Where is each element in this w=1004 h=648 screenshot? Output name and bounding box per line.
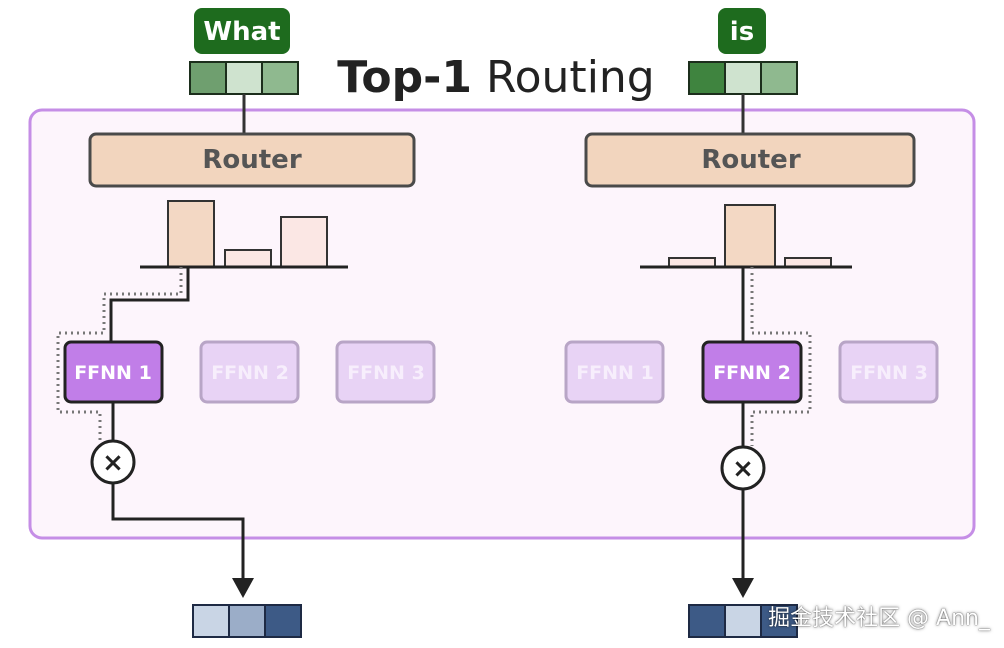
right-expert-1-label: FFNN 1 (576, 362, 654, 384)
left-output-cell-3 (264, 604, 302, 638)
right-multiply-icon: × (732, 454, 754, 484)
left-token-vector-cell-2 (225, 61, 263, 95)
right-router-label: Router (701, 145, 800, 175)
right-token-vector-cell-3 (760, 61, 798, 95)
left-token-vector-cell-3 (261, 61, 299, 95)
right-routing-probabilities (640, 204, 852, 269)
left-experts: FFNN 1 FFNN 2 FFNN 3 (63, 340, 436, 404)
left-expert-3-label: FFNN 3 (347, 362, 425, 384)
right-router: Router (584, 132, 916, 188)
right-expert-3-box (838, 340, 939, 404)
left-output-vector (192, 604, 302, 638)
left-output-path (111, 483, 245, 582)
left-token-vector-cell-1 (189, 61, 227, 95)
left-expert-1-label: FFNN 1 (74, 362, 152, 384)
left-routing-probabilities (140, 200, 348, 269)
right-token-vector-cell-1 (688, 61, 726, 95)
right-token-label-bg (718, 8, 766, 54)
right-expert-1-box (564, 340, 665, 404)
left-expert-2-box (199, 340, 300, 404)
right-output-cell-3 (760, 604, 798, 638)
left-token-label-bg (194, 8, 290, 54)
right-expert-2-label: FFNN 2 (713, 362, 791, 384)
right-router-box (584, 132, 916, 188)
left-router: Router (88, 132, 416, 188)
left-expert-3-box (335, 340, 436, 404)
right-token-label: is (730, 17, 754, 47)
right-expert-2-box (701, 340, 803, 404)
left-multiply-node: × (90, 439, 136, 485)
left-token-label: What (203, 17, 280, 47)
left-output-cell-2 (228, 604, 266, 638)
site-watermark: 掘金技术社区 @ Ann_ (768, 606, 990, 631)
right-token-vector-cell-2 (724, 61, 762, 95)
left-router-box (88, 132, 416, 188)
right-multiply-node: × (720, 445, 766, 491)
title-bold-part: Top-1 (337, 52, 472, 103)
left-prob-bar-2 (224, 249, 272, 268)
left-token-group: What (189, 8, 299, 95)
left-prob-bar-1 (167, 200, 215, 268)
left-prob-bar-3 (280, 216, 328, 268)
left-expert-2-label: FFNN 2 (211, 362, 289, 384)
left-multiply-icon: × (102, 448, 124, 478)
right-prob-bar-2 (724, 204, 776, 268)
right-token-group: is (688, 8, 798, 95)
left-output-cell-1 (192, 604, 230, 638)
right-route-path-dotted (750, 267, 812, 446)
right-output-cell-1 (688, 604, 726, 638)
right-expert-3-label: FFNN 3 (850, 362, 928, 384)
left-output-arrowhead (232, 578, 254, 598)
right-output-cell-2 (724, 604, 762, 638)
diagram-title: Top-1 Routing (337, 52, 654, 103)
title-rest-part: Routing (472, 52, 655, 103)
left-router-label: Router (202, 145, 301, 175)
right-output-vector (688, 604, 798, 638)
left-route-path-solid (109, 267, 190, 342)
right-output-arrowhead (732, 578, 754, 598)
right-experts: FFNN 1 FFNN 2 FFNN 3 (564, 340, 939, 404)
